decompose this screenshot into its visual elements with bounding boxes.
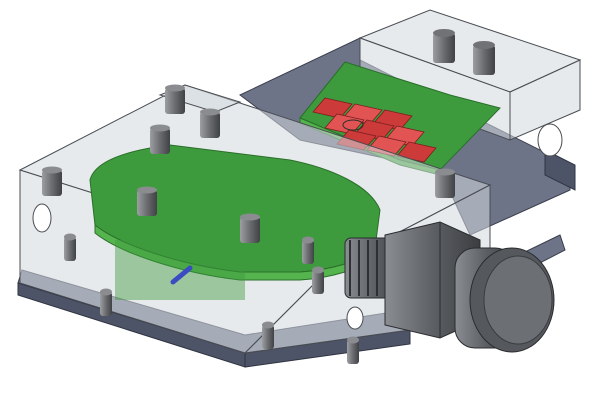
screw-head (165, 84, 185, 114)
front-screws (42, 84, 455, 364)
screw-head (42, 166, 62, 196)
main-pcb-lower-panel (115, 240, 245, 300)
rear-block-side (509, 59, 581, 141)
front-block-ports (32, 203, 364, 330)
sensor-pad (396, 141, 437, 163)
main-pcb-blue-pin (170, 265, 193, 285)
right-port (346, 306, 364, 330)
left-port (32, 203, 52, 233)
screw-head (433, 29, 455, 63)
gland-dome-face (483, 255, 553, 345)
threaded-stud (302, 236, 314, 264)
sensor-center-marker (342, 119, 364, 131)
screw-head (240, 213, 260, 243)
threaded-stud (64, 233, 76, 261)
screw-head (137, 186, 157, 216)
threaded-stud (312, 266, 324, 294)
threaded-stud (347, 336, 359, 364)
screw-head (150, 124, 170, 154)
screw-head (473, 41, 495, 75)
rear-side-port (537, 123, 563, 157)
threaded-stud (262, 321, 274, 349)
screw-head (435, 168, 455, 198)
screw-head (200, 108, 220, 138)
cable-gland (344, 221, 555, 353)
rear-rail-end (544, 149, 576, 191)
rear-screws (433, 29, 495, 75)
threaded-stud (100, 288, 112, 316)
